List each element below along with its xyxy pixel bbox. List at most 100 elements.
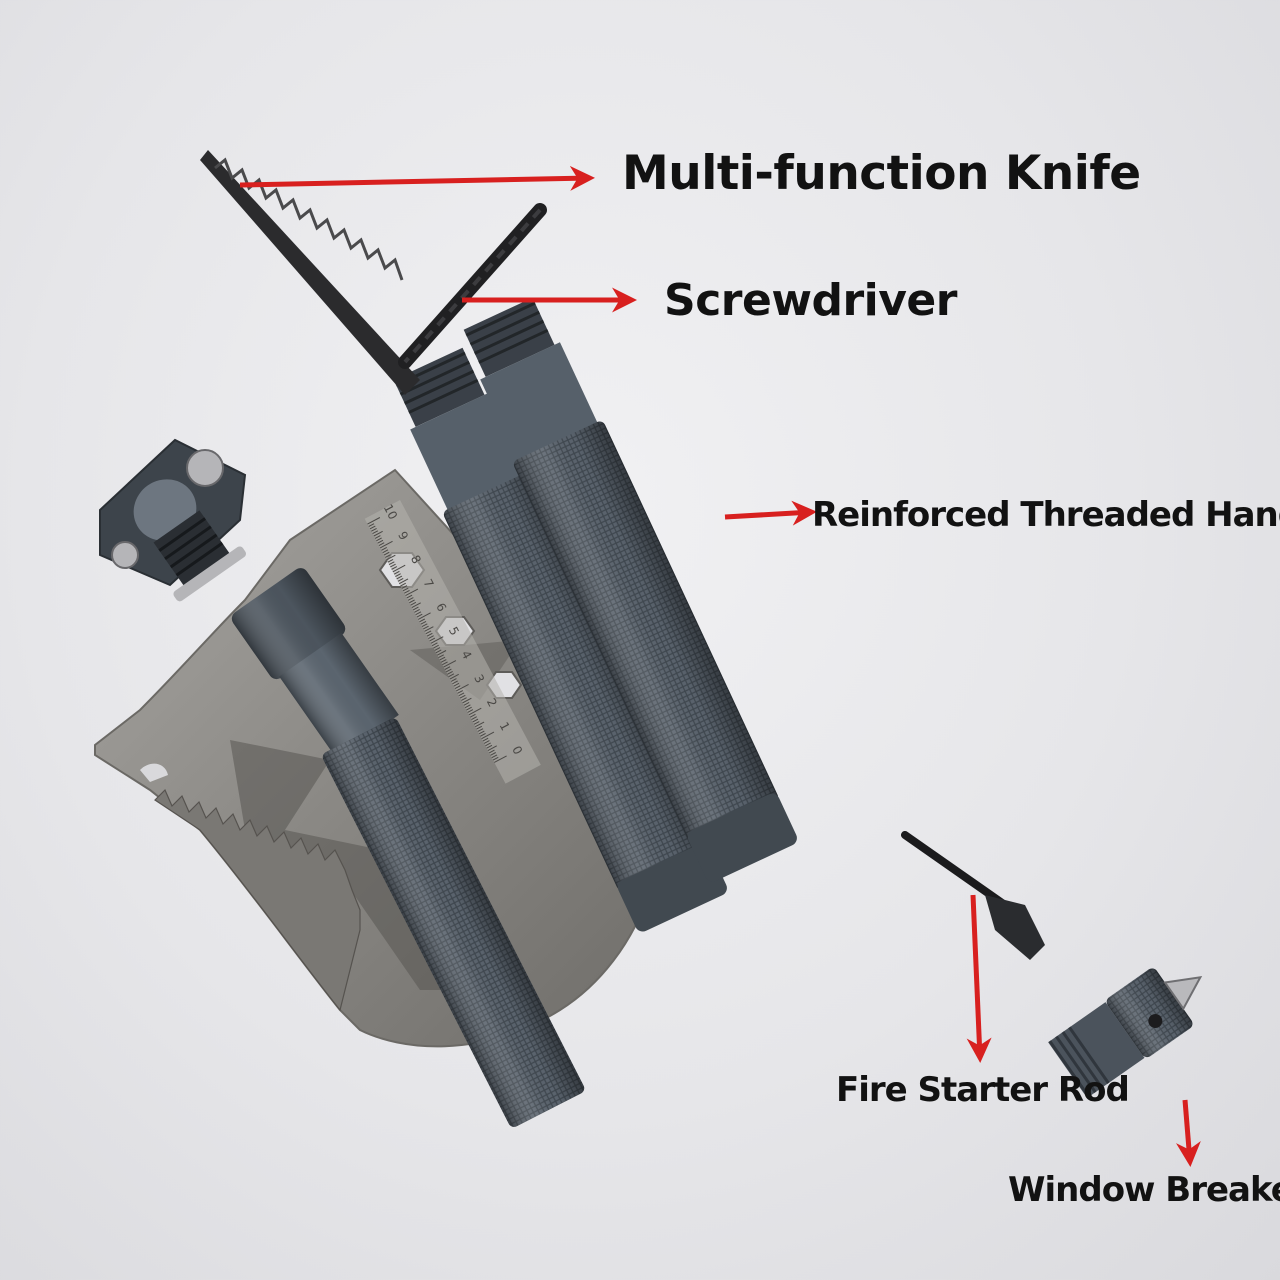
ruler-tick bbox=[421, 623, 428, 628]
ruler-tick bbox=[435, 649, 442, 654]
ruler-tick bbox=[382, 549, 389, 554]
ruler-tick bbox=[455, 683, 469, 692]
ruler-tick bbox=[405, 588, 419, 597]
ruler-tick bbox=[429, 637, 436, 642]
ruler-tick bbox=[369, 525, 376, 530]
ruler-tick bbox=[461, 697, 467, 701]
ruler-tick bbox=[449, 673, 459, 680]
ruler-tick bbox=[485, 742, 491, 747]
ruler-tick bbox=[466, 706, 472, 711]
ruler-tick bbox=[442, 661, 448, 666]
ruler-tick bbox=[445, 668, 452, 673]
ruler-tick bbox=[425, 630, 432, 635]
ruler-tick bbox=[454, 685, 461, 690]
ruler-tick bbox=[393, 570, 400, 575]
ruler-tick bbox=[398, 578, 409, 585]
ruler-tick bbox=[487, 745, 497, 751]
ruler-tick bbox=[419, 618, 426, 623]
ruler-tick bbox=[428, 635, 434, 639]
ruler-tick bbox=[486, 744, 493, 749]
ruler-tick bbox=[410, 601, 417, 606]
ruler-tick bbox=[436, 650, 447, 656]
ruler-tick bbox=[368, 523, 375, 527]
ruler-tick bbox=[431, 642, 438, 647]
arrow-fire-starter bbox=[966, 894, 992, 1063]
ruler-tick bbox=[492, 756, 499, 761]
ruler-tick bbox=[391, 566, 398, 570]
ruler-tick bbox=[475, 721, 485, 728]
ruler-tick bbox=[379, 540, 393, 549]
ruler-tick bbox=[478, 730, 485, 735]
screwdriver bbox=[398, 203, 547, 369]
label-fire-starter-rod: Fire Starter Rod bbox=[836, 1070, 1130, 1110]
ruler-tick bbox=[402, 587, 409, 592]
ruler-tick bbox=[426, 632, 433, 637]
ruler-tick bbox=[430, 636, 444, 644]
ruler-tick bbox=[390, 563, 396, 568]
ruler-tick bbox=[373, 530, 383, 537]
ruler-tick bbox=[439, 656, 446, 661]
ruler-tick bbox=[488, 749, 495, 754]
ruler-tick bbox=[434, 647, 441, 651]
label-reinforced-threaded-handle: Reinforced Threaded Handle bbox=[812, 495, 1280, 535]
shovel-handle bbox=[99, 438, 585, 1127]
window-breaker bbox=[1048, 968, 1203, 1099]
ruler-tick bbox=[412, 606, 419, 611]
fire-starter-rod bbox=[901, 831, 1045, 960]
ruler-tick bbox=[480, 732, 486, 737]
label-screwdriver: Screwdriver bbox=[664, 275, 957, 326]
ruler-tick bbox=[415, 611, 422, 616]
multi-function-knife bbox=[200, 150, 420, 395]
ruler-tick bbox=[397, 578, 404, 582]
ruler-tick bbox=[374, 535, 381, 539]
ruler-tick bbox=[400, 582, 406, 587]
ruler-tick bbox=[490, 752, 496, 756]
ruler-tick bbox=[371, 527, 377, 532]
label-multi-function-knife: Multi-function Knife bbox=[622, 146, 1141, 201]
ruler-tick bbox=[494, 755, 507, 763]
ruler-tick bbox=[438, 654, 445, 659]
ruler-tick bbox=[459, 694, 466, 699]
ruler-tick bbox=[458, 692, 465, 697]
ruler-tick bbox=[401, 585, 408, 589]
ruler-tick bbox=[411, 602, 421, 608]
ruler-tick bbox=[453, 682, 460, 687]
ruler-tick bbox=[395, 573, 401, 577]
ruler-tick bbox=[482, 737, 489, 742]
ruler-tick bbox=[376, 537, 382, 542]
ruler-tick bbox=[417, 612, 431, 620]
ruler-tick bbox=[396, 575, 403, 580]
reinforced-threaded-handle bbox=[393, 297, 797, 932]
ruler-tick bbox=[476, 725, 483, 730]
ruler-tick bbox=[381, 547, 387, 551]
ruler-tick bbox=[444, 666, 451, 670]
ruler-tick bbox=[473, 721, 480, 725]
ruler-tick bbox=[387, 558, 394, 563]
ruler-tick bbox=[447, 671, 453, 675]
ruler-tick bbox=[414, 609, 420, 613]
ruler-tick bbox=[463, 701, 470, 706]
ruler-tick bbox=[377, 539, 384, 544]
ruler-tick bbox=[423, 625, 429, 630]
ruler-tick bbox=[392, 564, 406, 573]
label-window-breaker: Window Breaker bbox=[1008, 1170, 1280, 1210]
ruler-tick bbox=[386, 554, 396, 561]
ruler-tick bbox=[388, 561, 395, 566]
ruler-tick bbox=[469, 713, 476, 718]
ruler-tick bbox=[378, 542, 385, 546]
ruler-tick bbox=[433, 644, 439, 649]
ruler-tick bbox=[420, 620, 427, 625]
ruler-tick bbox=[468, 707, 482, 716]
ruler-number: 10 bbox=[381, 502, 401, 522]
ruler-tick bbox=[483, 740, 490, 744]
arrow-knife bbox=[239, 165, 595, 191]
ruler-tick bbox=[467, 709, 474, 713]
ruler-tick bbox=[416, 613, 423, 618]
ruler-tick bbox=[472, 718, 479, 723]
ruler-tick bbox=[457, 690, 464, 694]
ruler-tick bbox=[450, 678, 457, 682]
ruler-tick bbox=[477, 728, 484, 732]
ruler-tick bbox=[462, 697, 472, 704]
